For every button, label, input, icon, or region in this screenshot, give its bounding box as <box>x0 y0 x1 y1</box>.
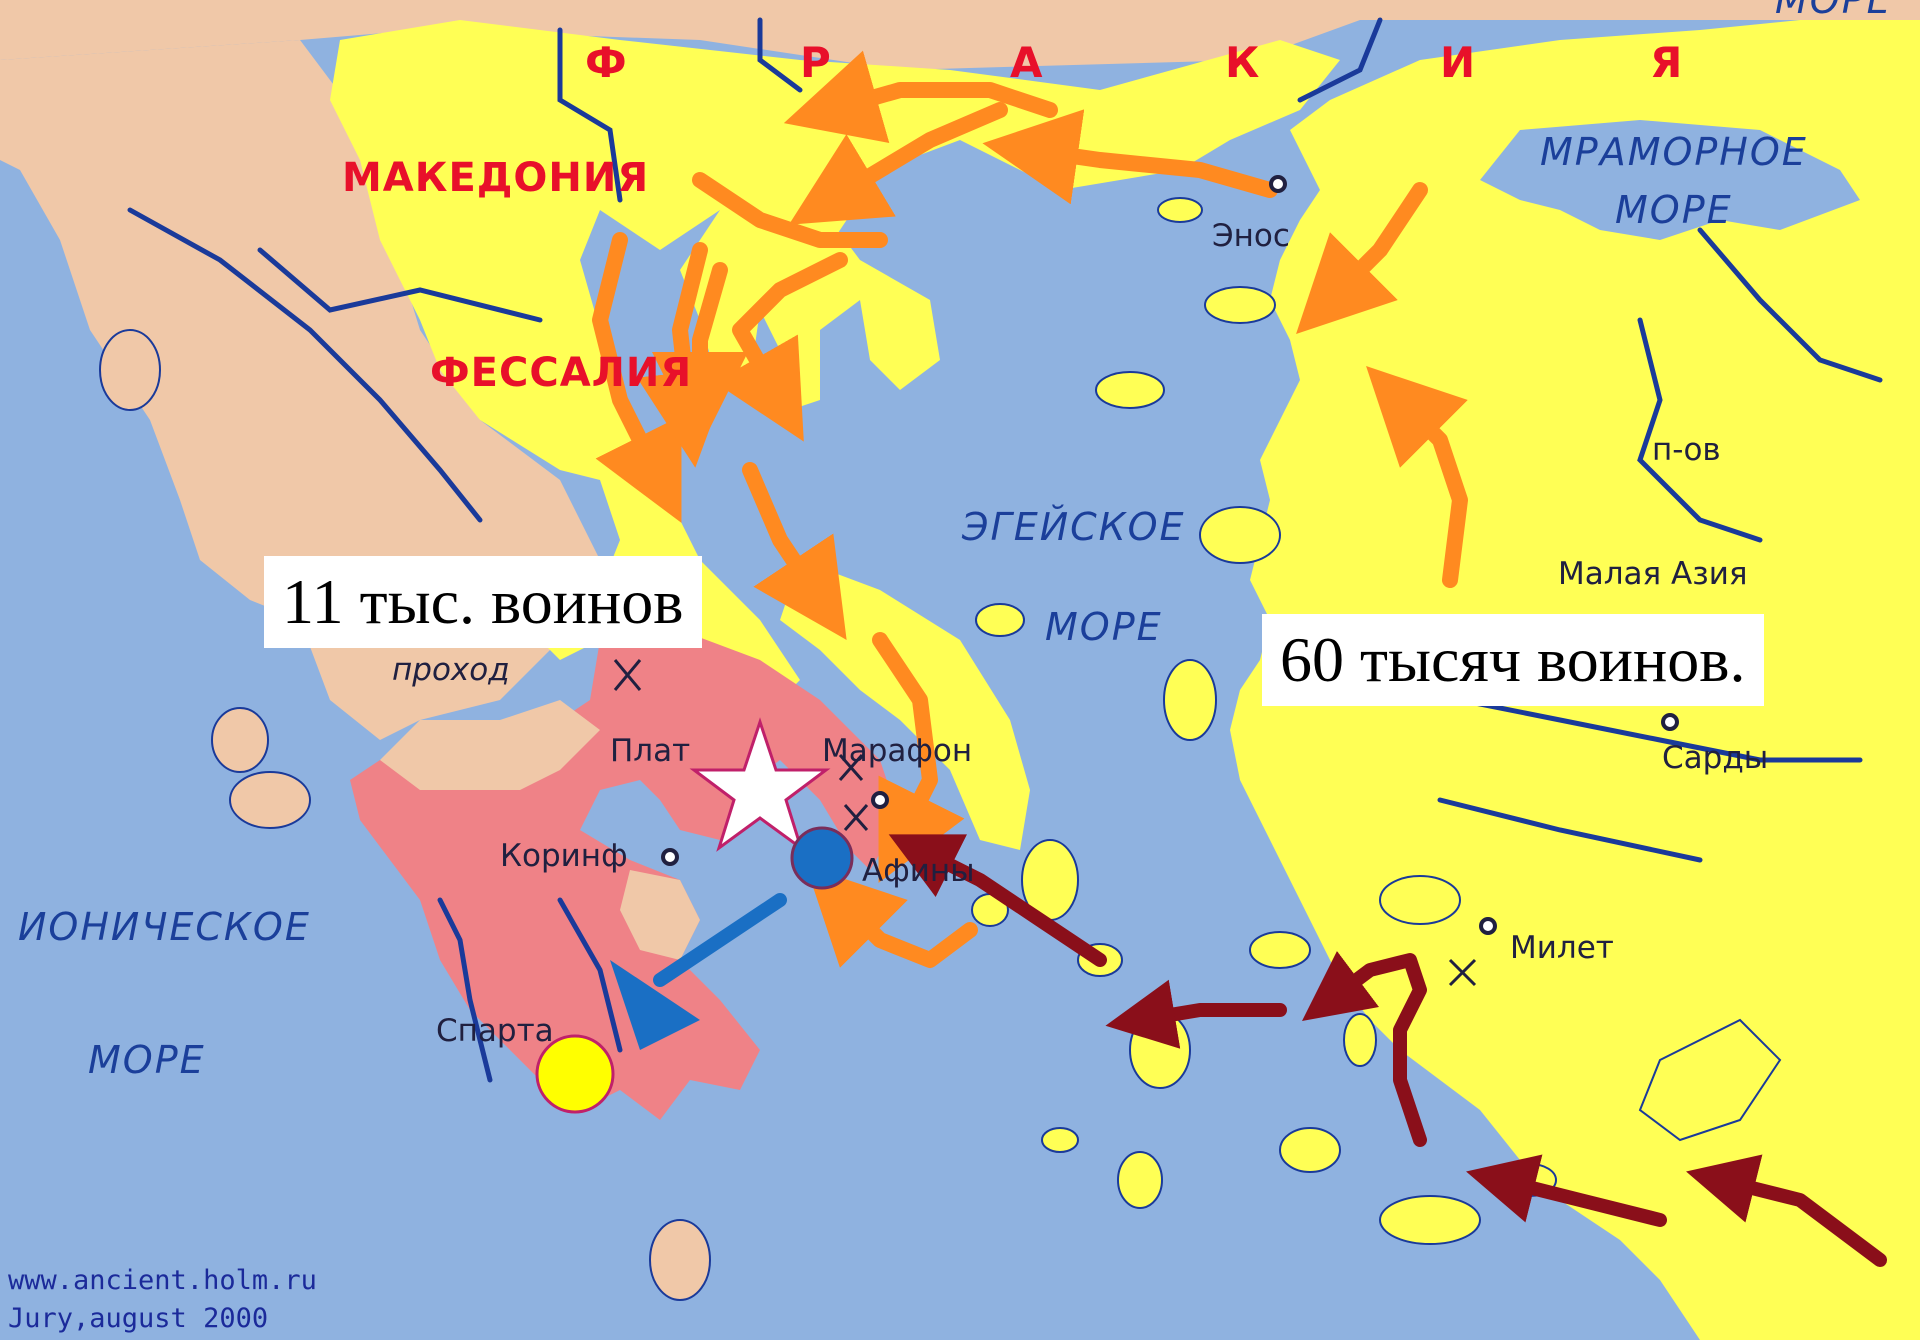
spartan-route-head <box>610 960 700 1050</box>
city-dots <box>661 175 1679 935</box>
sea-label-top-right: МОРЕ <box>1775 0 1893 22</box>
sea-marmara <box>1480 120 1860 240</box>
west-islands <box>99 329 711 1301</box>
spartan-route-arrow <box>653 893 787 987</box>
region-macedonia: МАКЕДОНИЯ <box>342 155 650 201</box>
region-thrace-letter: К <box>1225 38 1260 87</box>
spartan-army-marker <box>535 1034 615 1114</box>
region-thrace-letter: А <box>1010 38 1043 87</box>
sea-label-marmara: МОРЕ <box>1615 188 1733 232</box>
land-argos <box>620 870 700 960</box>
land-north-neutral <box>0 0 1920 70</box>
place-marathon: Марафон <box>822 733 973 769</box>
sea-label-marmara: МРАМОРНОЕ <box>1540 130 1808 174</box>
credit-text: www.ancient.holm.ru Jury,august 2000 <box>8 1262 317 1338</box>
land-achaea <box>380 700 600 790</box>
place-pass: проход <box>392 652 510 688</box>
place-miletus: Милет <box>1510 930 1614 966</box>
place-peninsula: п-ов <box>1652 432 1721 468</box>
region-thessaly: ФЕССАЛИЯ <box>430 350 693 396</box>
place-asia-minor: Малая Азия <box>1558 556 1748 592</box>
place-athens: Афины <box>862 853 975 889</box>
marathon-star-icon <box>689 717 831 852</box>
region-thrace-letter: Р <box>800 38 831 87</box>
sea-label-ionian: МОРЕ <box>88 1038 206 1082</box>
place-sardis: Сарды <box>1662 740 1769 776</box>
battle-icons <box>613 659 1477 987</box>
region-thrace-letter: Я <box>1650 38 1683 87</box>
place-sparta: Спарта <box>436 1013 554 1049</box>
credit-line: Jury,august 2000 <box>8 1303 269 1334</box>
persian-fleet-route <box>888 834 1887 1267</box>
athenian-army-marker <box>790 826 854 890</box>
region-thrace-letter: Ф <box>585 38 627 87</box>
region-thrace-letter: И <box>1440 38 1476 87</box>
sea-label-ionian: ИОНИЧЕСКОЕ <box>18 905 311 949</box>
place-corinth: Коринф <box>500 838 628 874</box>
place-enos: Энос <box>1212 218 1290 254</box>
greek-army-callout: 11 тыс. воинов <box>264 556 702 648</box>
persian-army-callout: 60 тысяч воинов. <box>1262 614 1764 706</box>
persian-army-route <box>592 50 1468 968</box>
sea-label-aegean: МОРЕ <box>1045 605 1163 649</box>
sea-label-aegean: ЭГЕЙСКОЕ <box>962 505 1186 549</box>
land-macedonia-thessaly <box>330 20 1340 700</box>
credit-line: www.ancient.holm.ru <box>8 1265 317 1296</box>
place-plataea: Плат <box>610 733 691 769</box>
